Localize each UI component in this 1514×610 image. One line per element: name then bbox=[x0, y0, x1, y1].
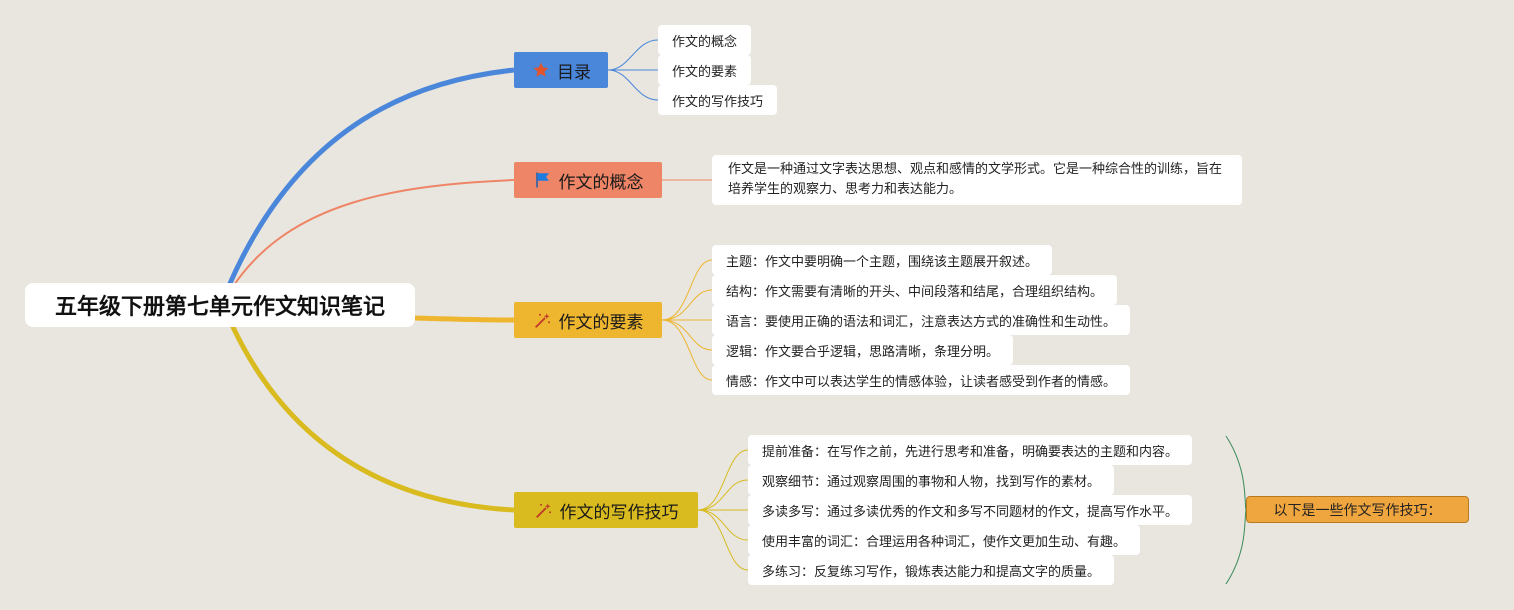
branch-tips[interactable]: 作文的写作技巧 bbox=[514, 492, 698, 528]
link-root-tips bbox=[229, 323, 515, 513]
link-root-toc bbox=[225, 67, 515, 289]
flag-icon bbox=[533, 170, 553, 190]
branch-concept-label: 作文的概念 bbox=[558, 172, 644, 193]
concept-definition[interactable]: 作文是一种通过文字表达思想、观点和感情的文学形式。它是一种综合性的训练，旨在培养… bbox=[712, 155, 1242, 205]
element-item[interactable]: 逻辑：作文要合乎逻辑，思路清晰，条理分明。 bbox=[712, 335, 1014, 365]
toc-item[interactable]: 作文的写作技巧 bbox=[658, 85, 778, 115]
summary-brace bbox=[1225, 435, 1247, 585]
element-item[interactable]: 情感：作文中可以表达学生的情感体验，让读者感受到作者的情感。 bbox=[712, 365, 1131, 395]
tip-item[interactable]: 多读多写：通过多读优秀的作文和多写不同题材的作文，提高写作水平。 bbox=[748, 495, 1193, 525]
tip-item[interactable]: 提前准备：在写作之前，先进行思考和准备，明确要表达的主题和内容。 bbox=[748, 435, 1193, 465]
tip-item[interactable]: 使用丰富的词汇：合理运用各种词汇，使作文更加生动、有趣。 bbox=[748, 525, 1141, 555]
branch-elements[interactable]: 作文的要素 bbox=[514, 302, 662, 338]
element-item[interactable]: 结构：作文需要有清晰的开头、中间段落和结尾，合理组织结构。 bbox=[712, 275, 1118, 305]
root-title: 五年级下册第七单元作文知识笔记 bbox=[54, 295, 385, 320]
magic-wand-icon bbox=[534, 500, 554, 520]
toc-item[interactable]: 作文的概念 bbox=[658, 25, 752, 55]
branch-tips-label: 作文的写作技巧 bbox=[559, 502, 679, 523]
branch-toc-label: 目录 bbox=[557, 62, 591, 83]
link-root-elements bbox=[414, 315, 515, 323]
link-root-concept bbox=[231, 179, 515, 289]
branch-toc[interactable]: 目录 bbox=[514, 52, 608, 88]
tip-item[interactable]: 观察细节：通过观察周围的事物和人物，找到写作的素材。 bbox=[748, 465, 1115, 495]
branch-elements-label: 作文的要素 bbox=[558, 312, 644, 333]
element-item[interactable]: 语言：要使用正确的语法和词汇，注意表达方式的准确性和生动性。 bbox=[712, 305, 1131, 335]
branch-concept[interactable]: 作文的概念 bbox=[514, 162, 662, 198]
tips-summary[interactable]: 以下是一些作文写作技巧： bbox=[1246, 496, 1469, 523]
magic-wand-icon bbox=[533, 310, 553, 330]
tip-item[interactable]: 多练习：反复练习写作，锻炼表达能力和提高文字的质量。 bbox=[748, 555, 1115, 585]
root-topic[interactable]: 五年级下册第七单元作文知识笔记 bbox=[25, 283, 415, 327]
star-icon bbox=[531, 60, 551, 80]
toc-item[interactable]: 作文的要素 bbox=[658, 55, 752, 85]
element-item[interactable]: 主题：作文中要明确一个主题，围绕该主题展开叙述。 bbox=[712, 245, 1053, 275]
